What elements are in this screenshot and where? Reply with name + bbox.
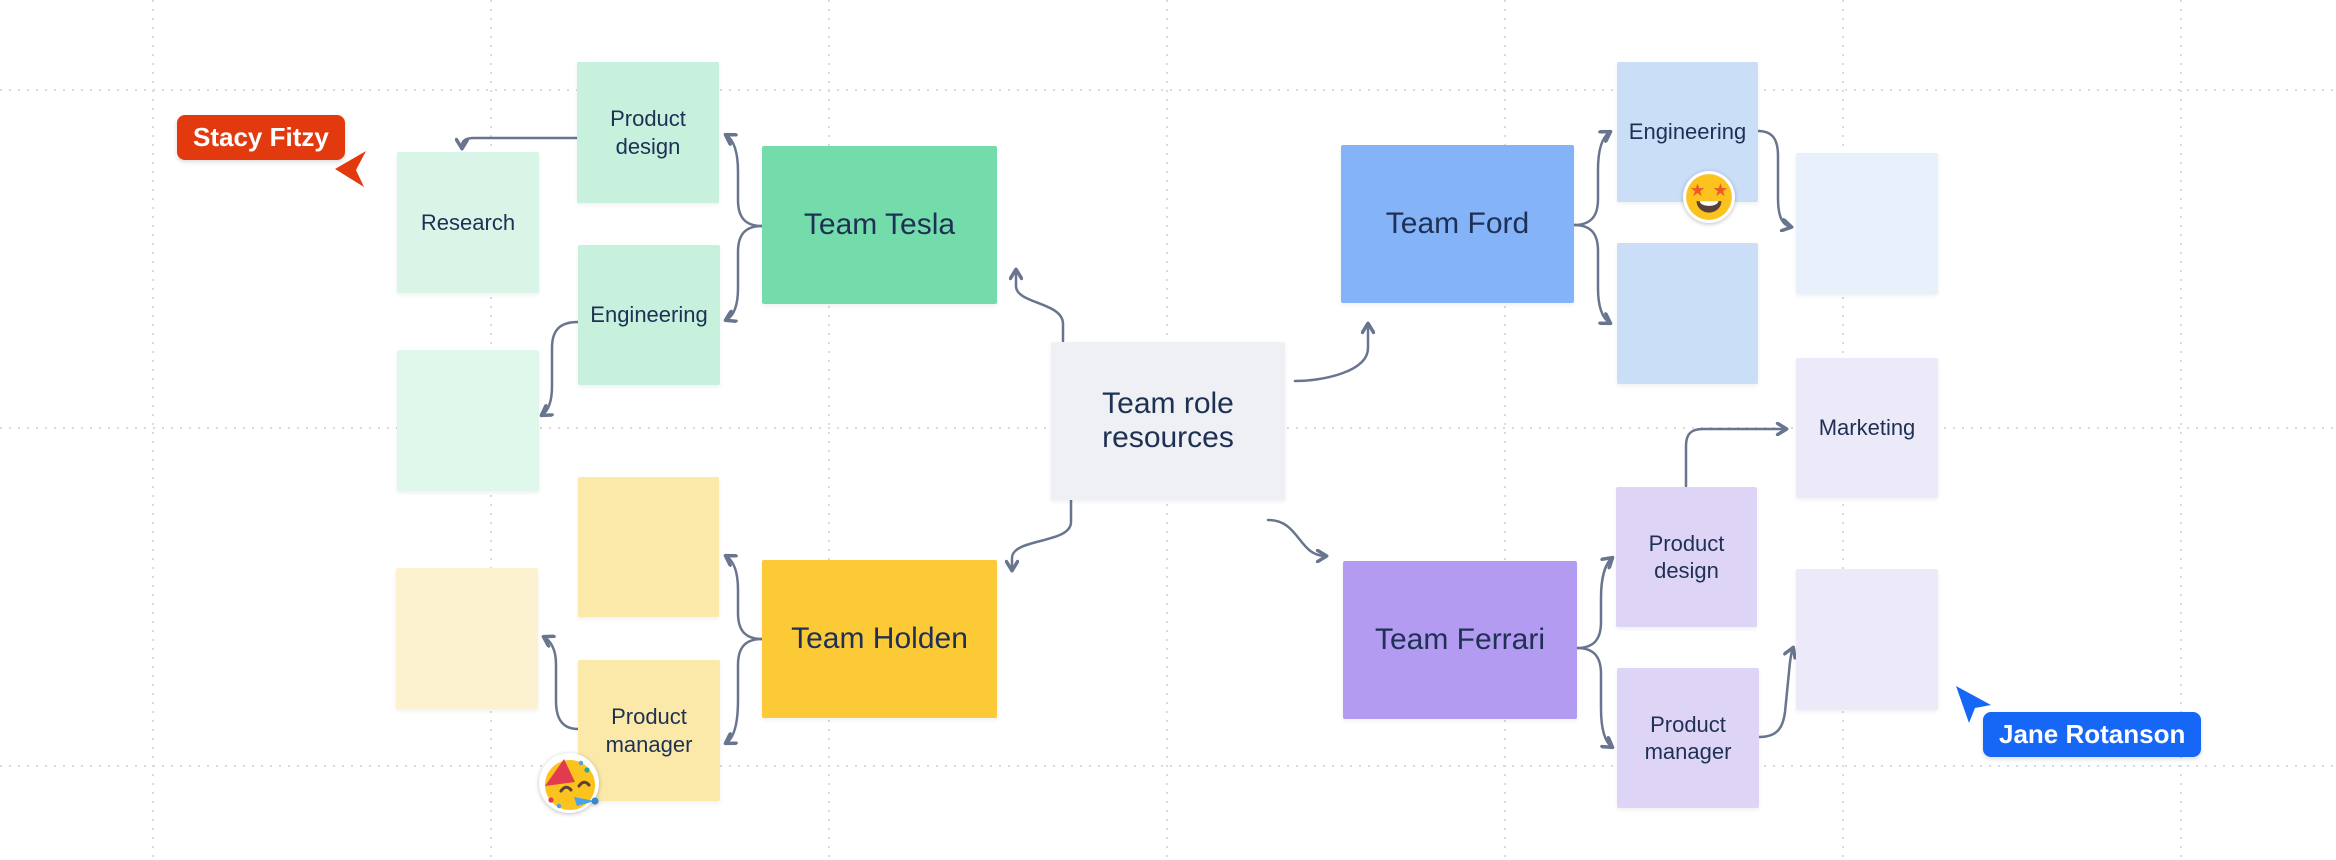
sticky-note-holden-blank-top[interactable] (578, 477, 719, 617)
sticky-note-holden-blank-left[interactable] (396, 568, 538, 709)
sticky-note-ford-blank-left[interactable] (1617, 243, 1758, 384)
team-ferrari-box[interactable]: Team Ferrari (1343, 561, 1577, 719)
cursor-user-name: Stacy Fitzy (193, 122, 329, 152)
sticky-note-holden-product-manager[interactable]: Product manager (578, 660, 720, 801)
connector-ferrari-to-productmanager[interactable] (1575, 646, 1612, 747)
team-label: Team Holden (791, 621, 968, 655)
connector-holden-to-productmanager[interactable] (726, 637, 764, 743)
note-label: Marketing (1818, 415, 1916, 441)
connector-center-to-tesla[interactable] (1016, 270, 1065, 343)
sticky-note-ferrari-marketing[interactable]: Marketing (1796, 358, 1938, 498)
stacy-cursor-pointer-icon (335, 151, 366, 187)
sticky-note-tesla-research[interactable]: Research (397, 152, 539, 293)
stacy-cursor-label: Stacy Fitzy (177, 115, 345, 160)
team-ford-box[interactable]: Team Ford (1341, 145, 1574, 303)
team-label: Team Tesla (803, 207, 956, 241)
note-label: Product manager (1644, 711, 1732, 765)
connector-productmanager-to-blank-note[interactable] (544, 637, 580, 731)
connector-ferrari-productmanager-to-blank-note[interactable] (1757, 648, 1793, 739)
connector-engineering-to-blank-note[interactable] (542, 320, 580, 415)
note-label: Product design (1648, 530, 1725, 584)
connector-ford-to-engineering[interactable] (1572, 132, 1610, 227)
center-topic-label: Team role resources (1102, 386, 1234, 455)
center-topic-box[interactable]: Team role resources (1051, 342, 1285, 500)
connector-tesla-to-productdesign[interactable] (726, 135, 764, 228)
connector-tesla-to-engineering[interactable] (726, 224, 764, 320)
sticky-note-ferrari-product-design[interactable]: Product design (1616, 487, 1757, 627)
team-label: Team Ford (1385, 206, 1530, 240)
team-holden-box[interactable]: Team Holden (762, 560, 997, 718)
connector-center-to-ferrari[interactable] (1266, 518, 1326, 556)
connector-ford-to-blank-note[interactable] (1572, 223, 1610, 323)
connector-center-to-holden[interactable] (1012, 498, 1073, 570)
connector-holden-to-blank-note[interactable] (726, 556, 764, 641)
svg-text:★: ★ (1690, 181, 1706, 201)
connector-center-to-ford[interactable] (1293, 324, 1368, 383)
jane-cursor-pointer-icon (1956, 686, 1991, 723)
note-label: Product manager (605, 704, 693, 757)
sticky-note-ford-engineering[interactable]: Engineering (1617, 62, 1758, 202)
team-tesla-box[interactable]: Team Tesla (762, 146, 997, 304)
connector-ferrari-productdesign-to-marketing[interactable] (1684, 429, 1786, 488)
cursor-user-name: Jane Rotanson (1999, 719, 2186, 749)
sticky-note-tesla-blank[interactable] (397, 350, 539, 491)
team-label: Team Ferrari (1374, 622, 1546, 656)
star-struck-emoji-sticker[interactable]: ★ ★ (1682, 170, 1736, 224)
sticky-note-ferrari-blank[interactable] (1796, 569, 1938, 710)
sticky-note-ferrari-product-manager[interactable]: Product manager (1617, 668, 1759, 808)
connector-productdesign-to-research[interactable] (462, 136, 579, 148)
party-face-emoji-sticker[interactable] (537, 750, 601, 814)
sticky-note-tesla-engineering[interactable]: Engineering (578, 245, 720, 385)
sticky-note-ford-blank-right[interactable] (1796, 153, 1938, 294)
sticky-note-tesla-product-design[interactable]: Product design (577, 62, 719, 203)
connector-ford-engineering-to-blank-note[interactable] (1756, 129, 1791, 227)
note-label: Engineering (590, 302, 708, 328)
note-label: Engineering (1628, 119, 1747, 145)
connector-ferrari-to-productdesign[interactable] (1575, 558, 1612, 650)
svg-text:★: ★ (1713, 181, 1729, 201)
note-label: Research (420, 209, 516, 235)
note-label: Product design (610, 106, 686, 159)
jane-cursor-label: Jane Rotanson (1983, 712, 2202, 757)
